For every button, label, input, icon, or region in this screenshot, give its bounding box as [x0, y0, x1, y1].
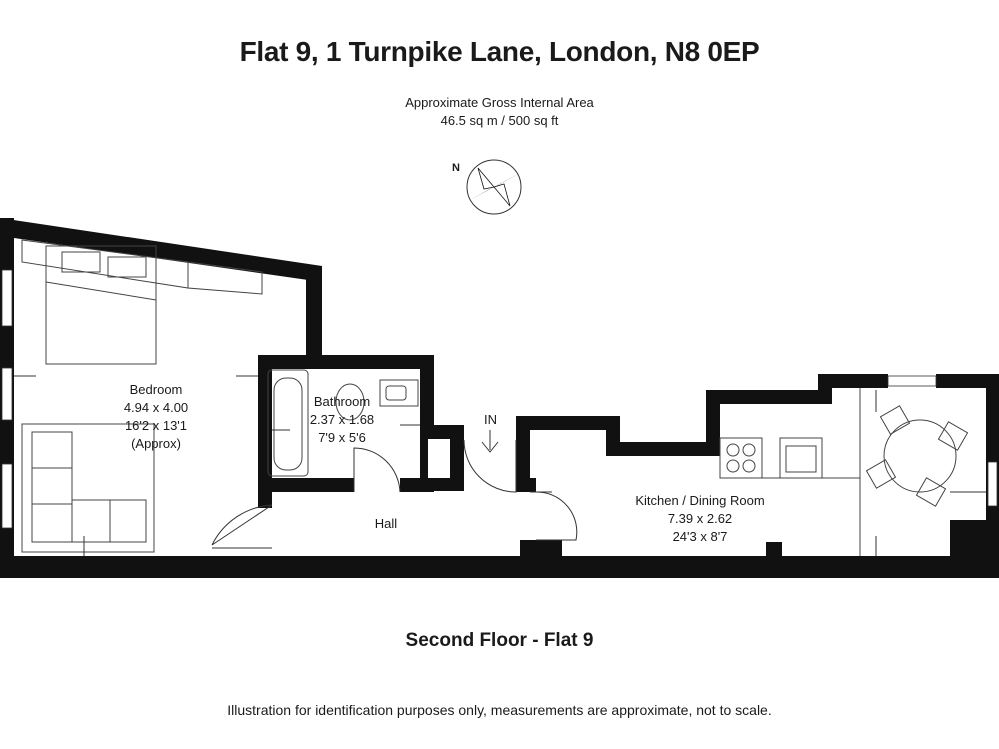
doors [211, 439, 578, 549]
bathroom-fixtures [267, 369, 419, 477]
compass-north-label: N [452, 162, 460, 174]
bedroom-metric: 4.94 x 4.00 [124, 400, 188, 415]
gross-area-block: Approximate Gross Internal Area 46.5 sq … [0, 94, 999, 130]
disclaimer: Illustration for identification purposes… [227, 702, 772, 718]
hall-name: Hall [375, 516, 398, 531]
bathroom-name: Bathroom [314, 394, 370, 409]
bedroom-label: Bedroom 4.94 x 4.00 16'2 x 13'1 (Approx) [124, 382, 188, 451]
dimension-arrows [14, 375, 986, 556]
windows [1, 269, 998, 529]
bedroom-imperial: 16'2 x 13'1 [125, 418, 187, 433]
bedroom-name: Bedroom [130, 382, 183, 397]
bathroom-metric: 2.37 x 1.68 [310, 412, 374, 427]
bathroom-imperial: 7'9 x 5'6 [318, 430, 366, 445]
entrance-arrow-icon [481, 430, 499, 453]
bedroom-note: (Approx) [131, 436, 181, 451]
entrance-label: IN [484, 412, 497, 427]
bathroom-label: Bathroom 2.37 x 1.68 7'9 x 5'6 [310, 394, 374, 445]
walls [0, 218, 999, 578]
plan-title: Flat 9, 1 Turnpike Lane, London, N8 0EP [239, 36, 760, 67]
kitchen-imperial: 24'3 x 8'7 [673, 529, 728, 544]
floor-label: Second Floor - Flat 9 [405, 630, 594, 651]
kitchen-metric: 7.39 x 2.62 [668, 511, 732, 526]
bedroom-furniture [21, 239, 263, 553]
kitchen-label: Kitchen / Dining Room 7.39 x 2.62 24'3 x… [635, 493, 764, 544]
kitchen-name: Kitchen / Dining Room [635, 493, 764, 508]
compass-icon: N [452, 159, 522, 215]
kitchen-fixtures [719, 388, 969, 556]
gross-area-value: 46.5 sq m / 500 sq ft [440, 113, 559, 128]
gross-area-label: Approximate Gross Internal Area [405, 95, 594, 110]
